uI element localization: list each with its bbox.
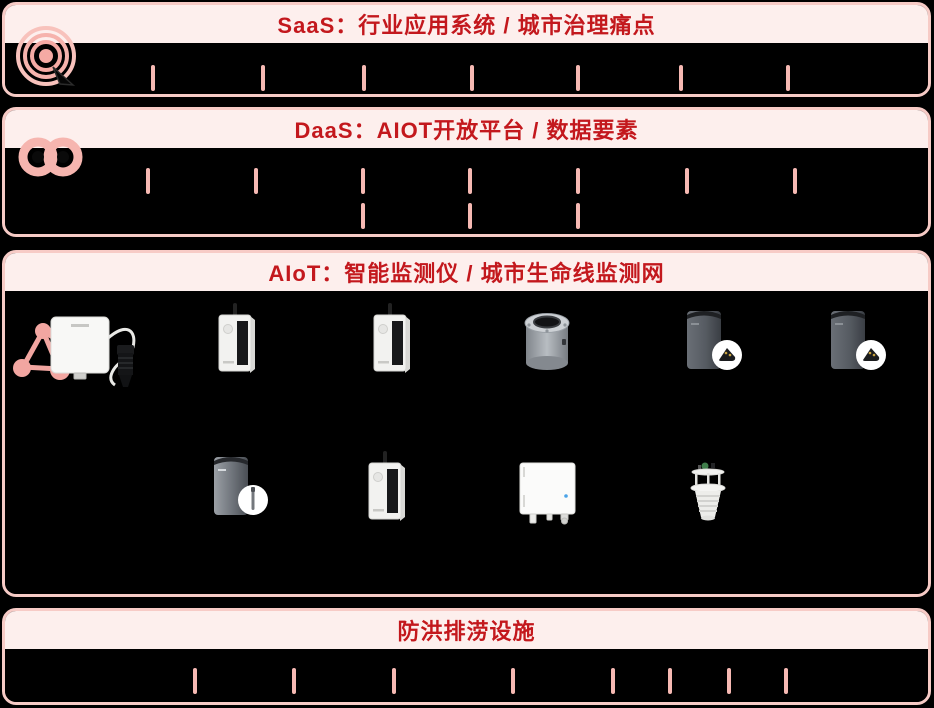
wall-telemetry-unit-with-cable-probe-image	[13, 316, 136, 387]
manhole-cover-sensor-image	[524, 313, 570, 370]
item-separator	[468, 203, 472, 229]
saas-separator-row	[5, 65, 928, 91]
item-separator	[576, 203, 580, 229]
item-separator	[146, 168, 150, 194]
panel-aiot-body	[5, 291, 928, 594]
item-separator	[468, 168, 472, 194]
flood-separator-row	[5, 668, 928, 694]
panel-aiot-title: AIoT：智能监测仪 / 城市生命线监测网	[268, 261, 665, 286]
item-separator	[576, 168, 580, 194]
item-separator	[470, 65, 474, 91]
item-separator	[261, 65, 265, 91]
panel-flood: 防洪排涝设施	[2, 608, 931, 705]
item-separator	[292, 668, 296, 694]
panel-flood-body	[5, 649, 928, 702]
smart-monitor-with-antenna-image	[373, 303, 410, 373]
panel-flood-title: 防洪排涝设施	[397, 619, 536, 644]
item-separator	[727, 668, 731, 694]
daas-separator-row-2	[5, 203, 928, 229]
item-separator	[361, 203, 365, 229]
item-separator	[193, 668, 197, 694]
smart-monitor-with-antenna-image	[218, 303, 255, 373]
item-separator	[679, 65, 683, 91]
panel-flood-header: 防洪排涝设施	[5, 611, 928, 649]
panel-daas-header: DaaS：AIOT开放平台 / 数据要素	[5, 110, 928, 148]
item-separator	[511, 668, 515, 694]
item-separator	[151, 65, 155, 91]
ultrasonic-weather-station-image	[690, 462, 726, 521]
telemetry-terminal-box-image	[519, 462, 576, 525]
panel-saas-body	[5, 43, 928, 94]
panel-daas: DaaS：AIOT开放平台 / 数据要素	[2, 107, 931, 237]
probe-sensor	[117, 345, 134, 387]
item-separator	[784, 668, 788, 694]
tower-gauge-with-probe-image	[214, 457, 268, 515]
tower-gauge-with-tilt-sensor-image	[831, 311, 886, 370]
panel-saas: SaaS：行业应用系统 / 城市治理痛点	[2, 2, 931, 97]
item-separator	[786, 65, 790, 91]
item-separator	[668, 668, 672, 694]
tower-gauge-with-tilt-sensor-image	[687, 311, 742, 370]
panel-daas-body	[5, 148, 928, 234]
panel-aiot: AIoT：智能监测仪 / 城市生命线监测网	[2, 250, 931, 597]
item-separator	[685, 168, 689, 194]
item-separator	[392, 668, 396, 694]
item-separator	[793, 168, 797, 194]
panel-daas-title: DaaS：AIOT开放平台 / 数据要素	[294, 118, 639, 143]
item-separator	[254, 168, 258, 194]
smart-monitor-with-antenna-image	[368, 451, 405, 521]
panel-aiot-header: AIoT：智能监测仪 / 城市生命线监测网	[5, 253, 928, 291]
panel-saas-title: SaaS：行业应用系统 / 城市治理痛点	[277, 13, 656, 38]
item-separator	[362, 65, 366, 91]
daas-separator-row-1	[5, 168, 928, 194]
item-separator	[361, 168, 365, 194]
item-separator	[611, 668, 615, 694]
panel-saas-header: SaaS：行业应用系统 / 城市治理痛点	[5, 5, 928, 43]
item-separator	[576, 65, 580, 91]
